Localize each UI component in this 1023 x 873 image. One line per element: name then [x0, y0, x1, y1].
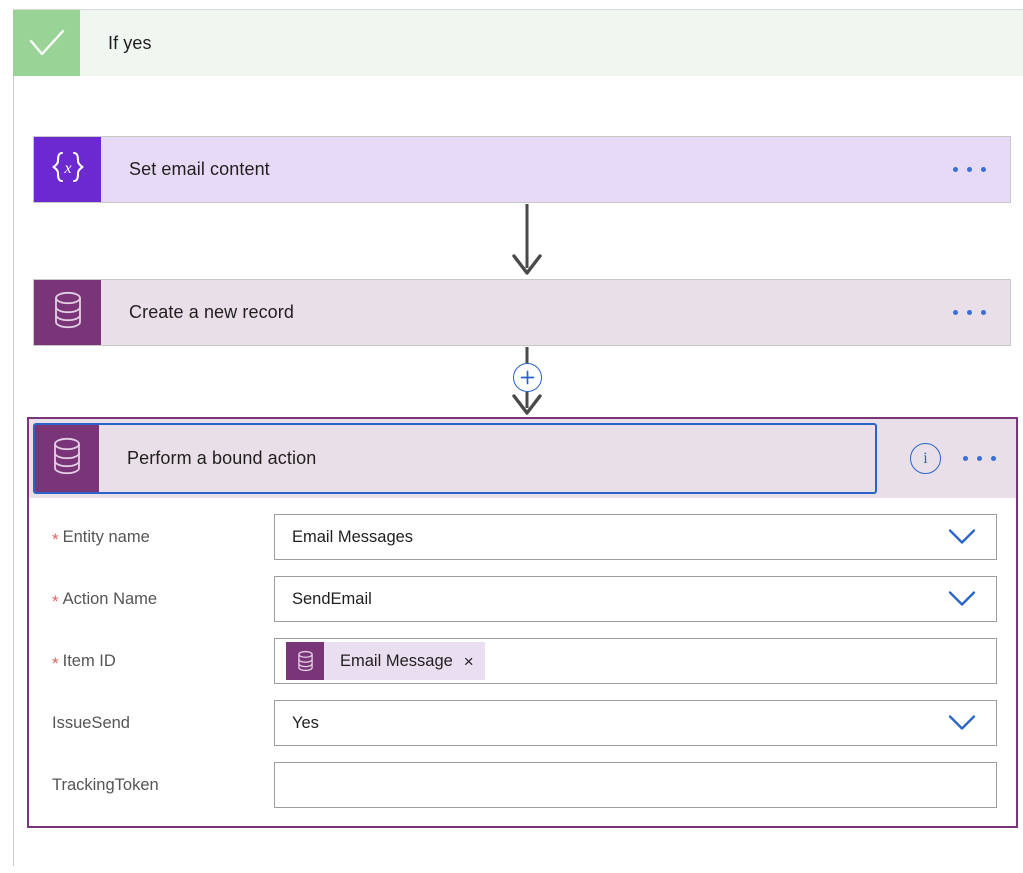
- bound-action-form: * Entity name Email Messages * Action N: [29, 498, 1016, 824]
- card-actions: [951, 280, 1010, 345]
- scope-left-rail: [13, 76, 14, 866]
- item-id-input[interactable]: Email Message ×: [274, 638, 997, 684]
- action-card-title: Create a new record: [129, 302, 294, 322]
- chevron-down-icon[interactable]: [948, 715, 976, 732]
- more-options-icon[interactable]: [951, 304, 988, 321]
- required-asterisk: *: [52, 529, 59, 549]
- expanded-card-header-button[interactable]: Perform a bound action: [33, 423, 877, 494]
- database-icon: [51, 290, 85, 335]
- variable-braces-icon: x: [48, 150, 88, 189]
- database-icon: [50, 436, 84, 481]
- check-icon-box: [13, 10, 80, 76]
- entity-name-dropdown[interactable]: Email Messages: [274, 514, 997, 560]
- form-row-issuesend: IssueSend Yes: [29, 700, 1016, 762]
- form-row-trackingtoken: TrackingToken: [29, 762, 1016, 824]
- database-icon: [286, 642, 324, 680]
- if-yes-label: If yes: [108, 32, 152, 53]
- expanded-card-header: Perform a bound action i: [29, 419, 1016, 498]
- action-card-create-a-new-record[interactable]: Create a new record: [33, 279, 1011, 346]
- card-actions: [951, 137, 1010, 202]
- database-icon-box: [34, 280, 101, 345]
- field-label-item-id: * Item ID: [52, 651, 116, 673]
- form-row-action-name: * Action Name SendEmail: [29, 576, 1016, 638]
- expanded-card-title: Perform a bound action: [127, 448, 317, 468]
- trackingtoken-input[interactable]: [274, 762, 997, 808]
- database-icon-box: [35, 425, 99, 492]
- close-icon[interactable]: ×: [463, 651, 474, 671]
- svg-text:x: x: [63, 160, 71, 177]
- add-step-button[interactable]: [513, 363, 542, 392]
- action-card-title: Set email content: [129, 159, 270, 179]
- if-yes-header[interactable]: If yes: [13, 9, 1023, 76]
- chevron-down-icon[interactable]: [948, 529, 976, 546]
- form-row-item-id: * Item ID Email Message: [29, 638, 1016, 700]
- expanded-action-card-perform-a-bound-action: Perform a bound action i * Entity name E…: [27, 417, 1018, 828]
- issuesend-dropdown[interactable]: Yes: [274, 700, 997, 746]
- info-icon[interactable]: i: [910, 443, 941, 474]
- field-label-trackingtoken: TrackingToken: [52, 775, 159, 794]
- action-name-value: SendEmail: [292, 589, 372, 608]
- required-asterisk: *: [52, 591, 59, 611]
- field-label-action-name: * Action Name: [52, 589, 158, 611]
- entity-name-value: Email Messages: [292, 527, 414, 546]
- chevron-down-icon[interactable]: [948, 591, 976, 608]
- form-row-entity-name: * Entity name Email Messages: [29, 514, 1016, 576]
- required-asterisk: *: [52, 653, 59, 673]
- expanded-card-tools: i: [910, 419, 998, 498]
- more-options-icon[interactable]: [961, 450, 998, 467]
- action-name-dropdown[interactable]: SendEmail: [274, 576, 997, 622]
- more-options-icon[interactable]: [951, 161, 988, 178]
- field-label-issuesend: IssueSend: [52, 713, 130, 732]
- action-card-set-email-content[interactable]: x Set email content: [33, 136, 1011, 203]
- dynamic-content-token[interactable]: Email Message ×: [286, 642, 485, 680]
- check-icon: [29, 28, 65, 58]
- token-label: Email Message: [340, 651, 453, 670]
- field-label-entity-name: * Entity name: [52, 527, 150, 549]
- variable-braces-icon-box: x: [34, 137, 101, 202]
- issuesend-value: Yes: [292, 713, 319, 732]
